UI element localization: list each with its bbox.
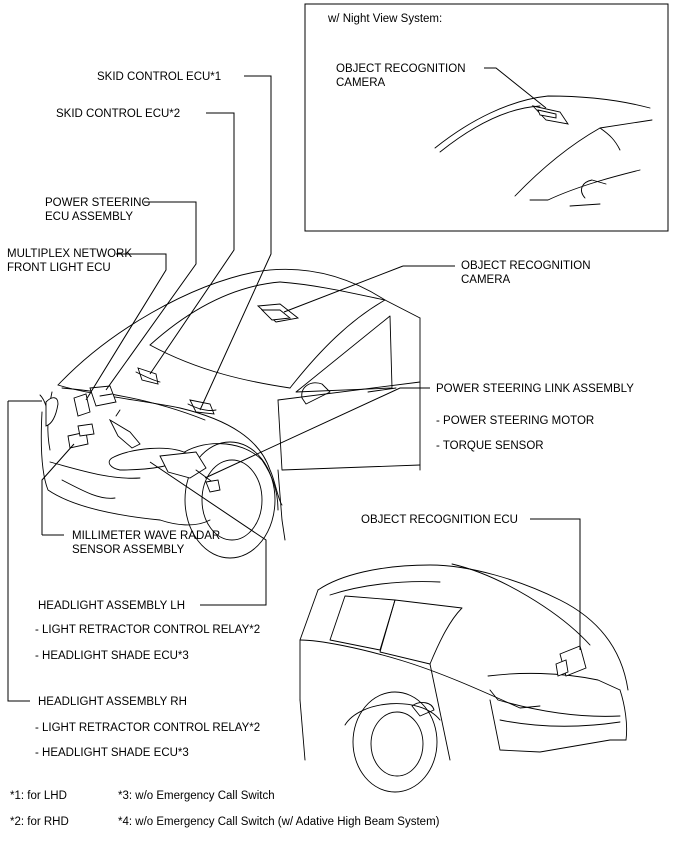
front-car-outline	[39, 268, 421, 559]
label-multiplex-line2: FRONT LIGHT ECU	[7, 262, 111, 274]
inset-camera-icon	[531, 105, 569, 125]
label-mmw-line2: SENSOR ASSEMBLY	[72, 544, 185, 556]
inset-camera-label-line2: CAMERA	[336, 77, 386, 89]
footnote-3: *3: w/o Emergency Call Switch	[118, 790, 275, 802]
camera-component-front	[256, 303, 300, 323]
label-object-recognition-ecu: OBJECT RECOGNITION ECU	[361, 514, 518, 526]
footnote-1: *1: for LHD	[10, 790, 67, 802]
footnote-2: *2: for RHD	[10, 816, 69, 828]
steering-rack-component	[108, 409, 221, 493]
label-mmw-line1: MILLIMETER WAVE RADAR	[72, 530, 220, 542]
night-view-inset: w/ Night View System: OBJECT RECOGNITION…	[304, 3, 669, 232]
label-camera-line1: OBJECT RECOGNITION	[461, 260, 591, 272]
inset-camera-label-line1: OBJECT RECOGNITION	[336, 63, 466, 75]
label-headlight-lh-sub2: - HEADLIGHT SHADE ECU*3	[35, 650, 189, 662]
inset-title: w/ Night View System:	[327, 13, 442, 25]
label-headlight-lh: HEADLIGHT ASSEMBLY LH	[38, 600, 185, 612]
mmw-radar-component	[67, 423, 95, 449]
label-ps-link: POWER STEERING LINK ASSEMBLY	[436, 383, 634, 395]
label-ps-ecu-line1: POWER STEERING	[45, 197, 150, 209]
rear-car-outline	[299, 563, 629, 793]
object-recognition-ecu-component	[555, 645, 587, 677]
label-headlight-rh: HEADLIGHT ASSEMBLY RH	[38, 696, 187, 708]
label-torque-sensor: - TORQUE SENSOR	[436, 440, 544, 452]
label-camera-line2: CAMERA	[461, 274, 511, 286]
label-skid-control-ecu-1: SKID CONTROL ECU*1	[97, 71, 221, 83]
label-headlight-lh-sub1: - LIGHT RETRACTOR CONTROL RELAY*2	[35, 624, 260, 636]
footnote-4: *4: w/o Emergency Call Switch (w/ Adativ…	[118, 816, 440, 828]
label-headlight-rh-sub2: - HEADLIGHT SHADE ECU*3	[35, 747, 189, 759]
headlight-rh-shape	[45, 397, 59, 427]
inset-car-outline	[434, 95, 653, 207]
label-multiplex-line1: MULTIPLEX NETWORK	[7, 248, 132, 260]
label-skid-control-ecu-2: SKID CONTROL ECU*2	[56, 108, 180, 120]
label-ps-motor: - POWER STEERING MOTOR	[436, 415, 594, 427]
skid-ecu-component-2	[135, 367, 161, 385]
skid-ecu-component-1	[187, 399, 217, 415]
label-headlight-rh-sub1: - LIGHT RETRACTOR CONTROL RELAY*2	[35, 722, 260, 734]
leader-lines	[7, 75, 581, 702]
label-ps-ecu-line2: ECU ASSEMBLY	[45, 211, 133, 223]
